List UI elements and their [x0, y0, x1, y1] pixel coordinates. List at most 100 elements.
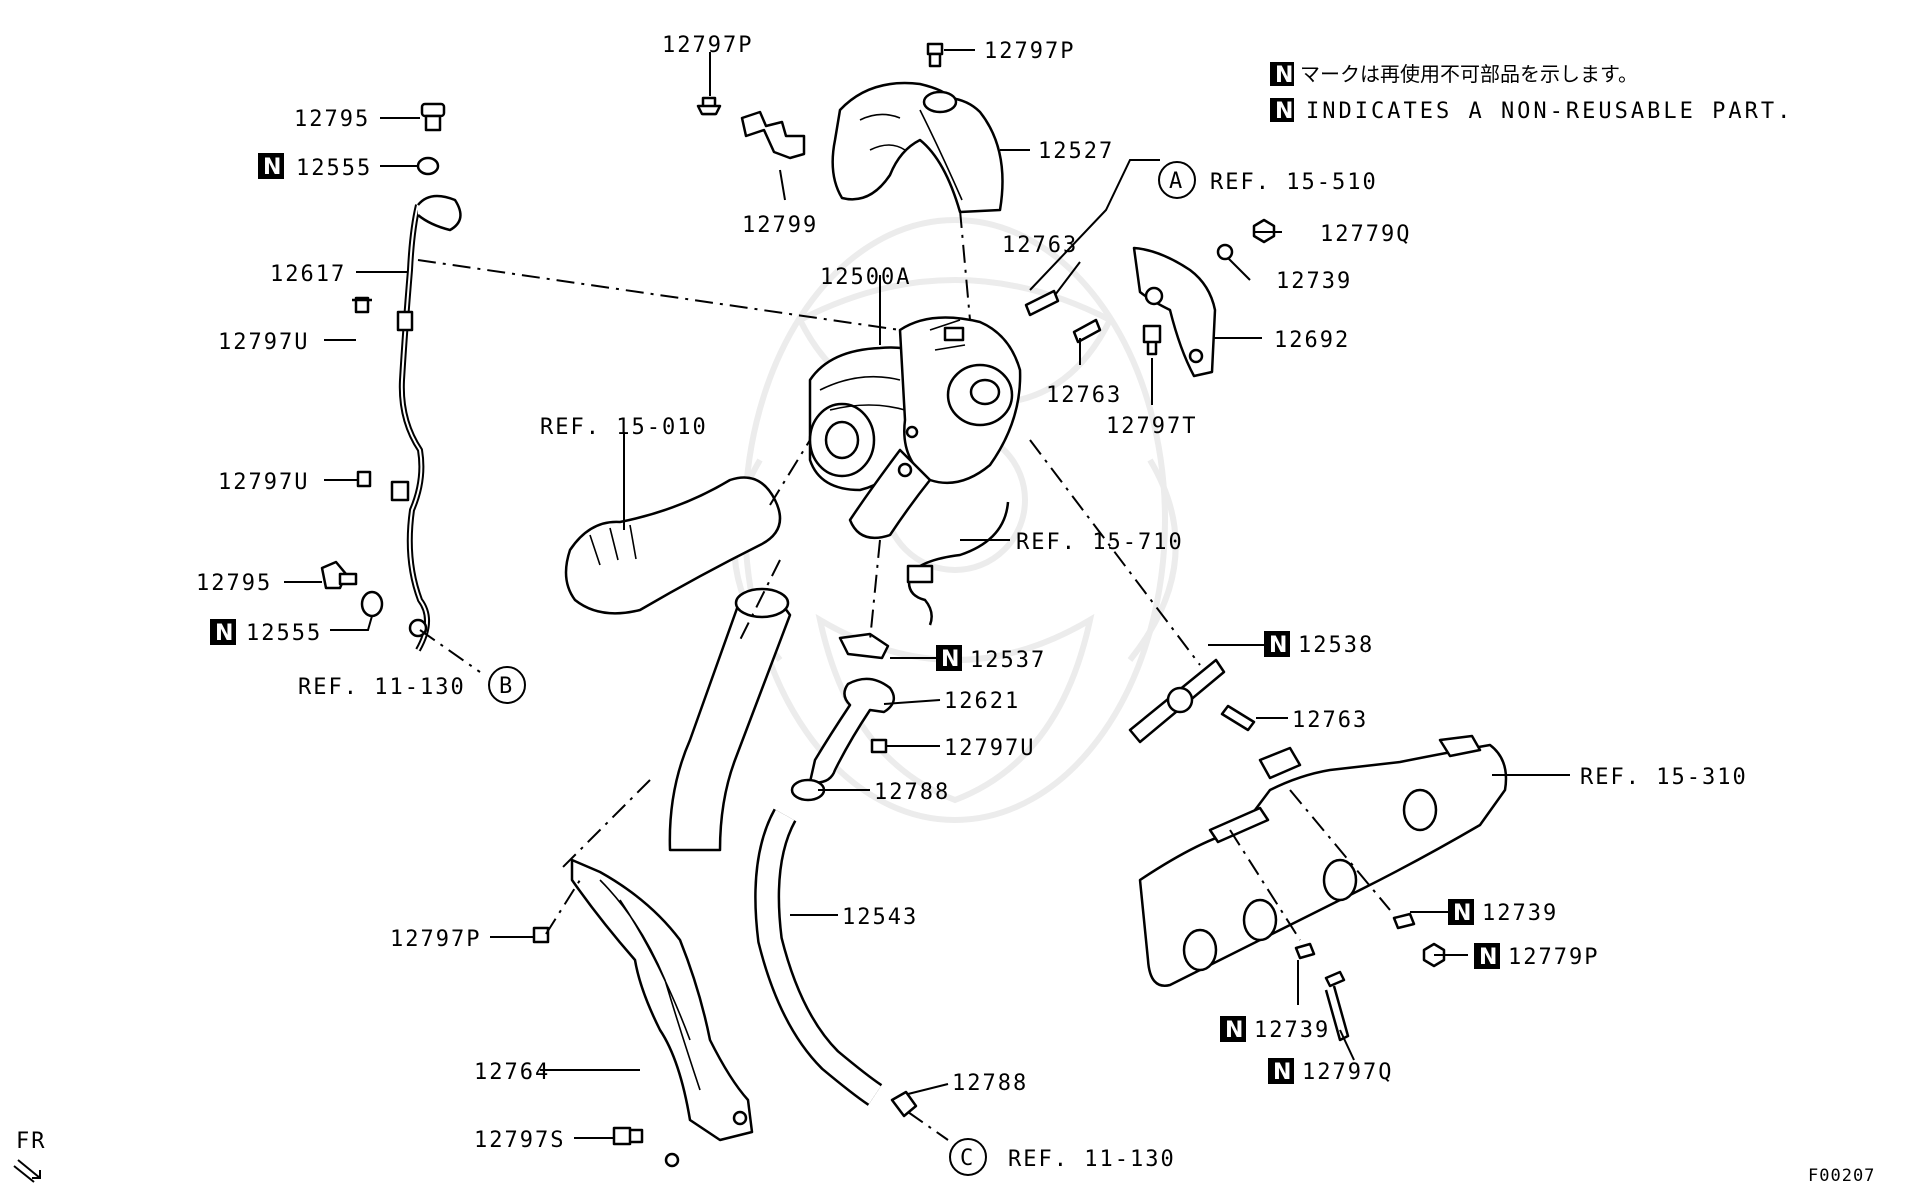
clip-12799 — [740, 110, 806, 160]
bolt-12795-top — [420, 102, 446, 132]
label-12527: 12527 — [1038, 139, 1114, 164]
label-12763-2: 12763 — [1046, 383, 1122, 408]
wiring-ref-15-710 — [907, 501, 1010, 626]
ref-15-510: REF. 15-510 — [1210, 170, 1378, 195]
washer-12739-mid — [1392, 912, 1416, 930]
watermark — [731, 217, 1179, 823]
pipe-bracket-1 — [396, 310, 414, 332]
legend-n-text-2: N — [1275, 99, 1293, 124]
n-badge-12797Q-text: N — [1273, 1060, 1291, 1085]
label-12797U-2: 12797U — [218, 470, 309, 495]
gasket-12555-top — [416, 156, 440, 176]
heat-shield-hole — [922, 90, 958, 114]
ref-11-130-C: REF. 11-130 — [1008, 1147, 1176, 1172]
bolt-12795-bottom — [320, 560, 358, 590]
leader-lines — [284, 49, 1570, 1139]
gasket-12537 — [838, 632, 890, 660]
n-badge-12537 — [936, 645, 962, 671]
label-12797U-1: 12797U — [218, 330, 309, 355]
n-badge-12555-top-text: N — [263, 155, 281, 180]
label-12692: 12692 — [1274, 328, 1350, 353]
legend-english: INDICATES A NON-REUSABLE PART. — [1306, 99, 1793, 124]
stud-12763-1 — [1024, 289, 1060, 317]
bolt-12797P-top-right — [926, 42, 944, 68]
ref-15-710: REF. 15-710 — [1016, 530, 1184, 555]
bolt-12797T — [1142, 324, 1162, 356]
n-badge-12779P-text: N — [1479, 945, 1497, 970]
figure-code: F00207 — [1808, 1166, 1875, 1186]
n-badge-12538-text: N — [1269, 633, 1287, 658]
non-reusable-badges: N N N N N N N N — [210, 153, 1500, 1085]
intercooler-pipe — [668, 593, 792, 852]
label-12764: 12764 — [474, 1060, 550, 1085]
label-12555-bottom: 12555 — [246, 621, 322, 646]
label-12739-top: 12739 — [1276, 269, 1352, 294]
legend-n-text-1: N — [1275, 63, 1293, 88]
bolt-12797U-3 — [870, 738, 888, 754]
n-badge-12555-bottom — [210, 619, 236, 645]
direction-arrow-icon — [13, 1159, 41, 1183]
bolt-12797U-1 — [352, 296, 372, 314]
label-12621: 12621 — [944, 689, 1020, 714]
callout-A: A — [1169, 169, 1184, 194]
bolt-12797S — [612, 1126, 644, 1146]
bracket-12764 — [570, 858, 754, 1142]
label-12763-3: 12763 — [1292, 708, 1368, 733]
label-12739-mid: 12739 — [1482, 901, 1558, 926]
gasket-12555-bottom — [360, 590, 384, 618]
assembly-lines — [417, 209, 1391, 1141]
turbocharger-12500A — [808, 316, 1022, 540]
washer-12739-top — [1216, 243, 1234, 261]
label-12543: 12543 — [842, 905, 918, 930]
legend-japanese: マークは再使用不可部品を示します。 — [1300, 62, 1638, 86]
callout-B: B — [499, 674, 514, 699]
clamp-12788-2 — [890, 1090, 918, 1118]
label-12795-top: 12795 — [294, 107, 370, 132]
label-12537: 12537 — [970, 648, 1046, 673]
label-12795-bottom: 12795 — [196, 571, 272, 596]
label-12763-1: 12763 — [1002, 233, 1078, 258]
label-12788-2: 12788 — [952, 1071, 1028, 1096]
label-12538: 12538 — [1298, 633, 1374, 658]
legend: N マークは再使用不可部品を示します。 N INDICATES A NON-RE… — [1270, 62, 1793, 124]
bolt-12797P-bottom — [532, 926, 550, 944]
label-12797Q: 12797Q — [1302, 1060, 1393, 1085]
n-badge-12739-bottom-text: N — [1225, 1018, 1243, 1043]
n-badge-12538 — [1264, 631, 1290, 657]
label-12555-top: 12555 — [296, 156, 372, 181]
front-direction-indicator: FR — [13, 1129, 47, 1183]
n-badge-12797Q — [1268, 1058, 1294, 1084]
label-12500A: 12500A — [820, 265, 911, 290]
label-12797T: 12797T — [1106, 414, 1197, 439]
ref-15-310: REF. 15-310 — [1580, 765, 1748, 790]
oil-return-pipe-12621 — [808, 677, 896, 784]
label-12799: 12799 — [742, 213, 818, 238]
n-badge-12739-mid — [1448, 899, 1474, 925]
parts — [320, 42, 1508, 1168]
n-badge-12537-text: N — [941, 647, 959, 672]
label-12617: 12617 — [270, 262, 346, 287]
n-badge-12779P — [1474, 943, 1500, 969]
n-badge-12739-bottom — [1220, 1016, 1246, 1042]
label-12797S: 12797S — [474, 1128, 565, 1153]
legend-n-mark-2 — [1270, 98, 1294, 122]
bolt-12797P-top-left — [696, 96, 722, 116]
label-12797P-top-right: 12797P — [984, 39, 1075, 64]
label-12797P-bottom: 12797P — [390, 927, 481, 952]
washer-12739-bottom — [1294, 942, 1316, 960]
n-badge-12739-mid-text: N — [1453, 901, 1471, 926]
ref-11-130-B: REF. 11-130 — [298, 675, 466, 700]
stud-12763-2 — [1072, 318, 1102, 344]
ref-15-010: REF. 15-010 — [540, 415, 708, 440]
label-12788-1: 12788 — [874, 780, 950, 805]
callout-A-circle — [1158, 161, 1196, 199]
bolt-12797U-2 — [356, 470, 372, 488]
stud-12763-3 — [1220, 704, 1256, 732]
callout-C: C — [960, 1146, 975, 1171]
n-badge-12555-top — [258, 153, 284, 179]
direction-label: FR — [16, 1129, 47, 1154]
label-12739-bottom: 12739 — [1254, 1018, 1330, 1043]
part-labels: 12797P 12797P 12527 12799 12795 12555 12… — [196, 33, 1597, 1153]
n-badge-12555-bottom-text: N — [215, 621, 233, 646]
